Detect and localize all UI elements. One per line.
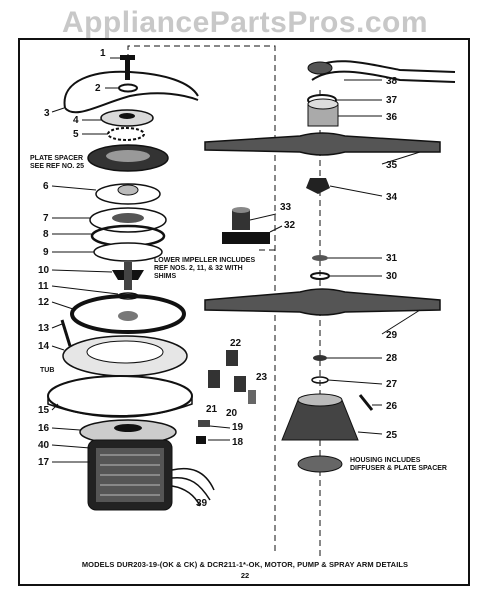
callout-15: 15 [38, 405, 50, 416]
part-clip [196, 436, 206, 444]
note-housing-line2: DIFFUSER & PLATE SPACER [350, 465, 447, 472]
callout-39: 39 [196, 498, 208, 509]
part-lower-impeller [112, 262, 144, 290]
part-wire-harness [63, 70, 199, 114]
callout-12: 12 [38, 297, 50, 308]
callout-23: 23 [256, 372, 268, 383]
part-pump-cover [95, 183, 161, 205]
leader-lines [51, 57, 421, 463]
callout-18: 18 [232, 437, 244, 448]
part-upper-impeller [100, 109, 154, 127]
callout-28: 28 [386, 353, 398, 364]
callout-25: 25 [386, 430, 398, 441]
callout-38: 38 [386, 76, 398, 87]
part-nut [306, 178, 330, 194]
watermark-text: AppliancePartsPros.com [61, 6, 429, 39]
callout-20: 20 [226, 408, 238, 419]
part-cap [312, 255, 328, 261]
callout-3: 3 [44, 108, 50, 119]
part-sump [62, 335, 188, 377]
callout-14: 14 [38, 341, 50, 352]
callout-17: 17 [38, 457, 50, 468]
callout-36: 36 [386, 112, 398, 123]
callout-35: 35 [386, 160, 398, 171]
note-lower-impeller-line2: REF NOS. 2, 11, & 32 WITH [154, 265, 243, 272]
callout-31: 31 [386, 253, 398, 264]
part-pump-seal-large [70, 294, 186, 334]
part-hub [232, 207, 250, 230]
callout-32: 32 [284, 220, 296, 231]
part-plate [89, 207, 167, 233]
part-springs [208, 350, 256, 404]
note-plate-spacer-line1: PLATE SPACER [30, 155, 83, 162]
part-drive-gear [107, 127, 145, 141]
callout-27: 27 [386, 379, 398, 390]
note-lower-impeller-line1: LOWER IMPELLER INCLUDES [154, 257, 255, 264]
callout-33: 33 [280, 202, 292, 213]
callout-34: 34 [386, 192, 398, 203]
callout-1: 1 [100, 48, 106, 59]
callout-8: 8 [43, 229, 49, 240]
diagram-frame [18, 38, 470, 586]
callout-22: 22 [230, 338, 242, 349]
callout-29: 29 [386, 330, 398, 341]
note-tub: TUB [40, 367, 54, 374]
page-number: 22 [240, 571, 250, 580]
callout-19: 19 [232, 422, 244, 433]
part-motor [87, 439, 173, 511]
note-housing-line1: HOUSING INCLUDES [350, 457, 421, 464]
diagram-caption: MODELS DUR203-19-(OK & CK) & DCR211-1*-O… [81, 560, 409, 569]
part-screw-right [358, 394, 374, 411]
callout-26: 26 [386, 401, 398, 412]
callout-21: 21 [206, 404, 218, 415]
annotation-notes: PLATE SPACER SEE REF NO. 25 LOWER IMPELL… [30, 155, 447, 472]
callout-30: 30 [386, 271, 398, 282]
callout-16: 16 [38, 423, 50, 434]
callout-7: 7 [43, 213, 49, 224]
part-bracket [198, 420, 210, 427]
part-upper-spray-arm [204, 132, 441, 156]
callout-9: 9 [43, 247, 49, 258]
part-washer-lower [313, 355, 327, 361]
callout-5: 5 [73, 129, 79, 140]
part-motor-wires [171, 467, 215, 507]
callout-40: 40 [38, 440, 50, 451]
part-screw [120, 55, 135, 80]
callout-11: 11 [38, 281, 49, 292]
part-lower-spray-arm [204, 288, 441, 316]
part-bolt [60, 319, 72, 347]
part-spray-arm-bearing [307, 98, 339, 127]
callout-2: 2 [95, 83, 101, 94]
note-lower-impeller-line3: SHIMS [154, 273, 177, 280]
callout-10: 10 [38, 265, 50, 276]
callout-37: 37 [386, 95, 398, 106]
part-plate-spacer [87, 144, 169, 172]
part-pump-housing [93, 242, 163, 262]
callout-6: 6 [43, 181, 49, 192]
part-tub-base [47, 375, 193, 418]
part-washer [118, 83, 138, 93]
callout-13: 13 [38, 323, 50, 334]
part-diffuser-housing [281, 393, 359, 473]
part-feed-tube [311, 60, 456, 83]
part-tube-nut [307, 61, 333, 75]
part-shim-plate [222, 232, 270, 244]
callout-4: 4 [73, 115, 79, 126]
note-plate-spacer-line2: SEE REF NO. 25 [30, 163, 84, 170]
callout-labels: 1 2 3 4 5 6 7 8 9 10 11 12 13 14 15 16 4… [38, 48, 398, 509]
